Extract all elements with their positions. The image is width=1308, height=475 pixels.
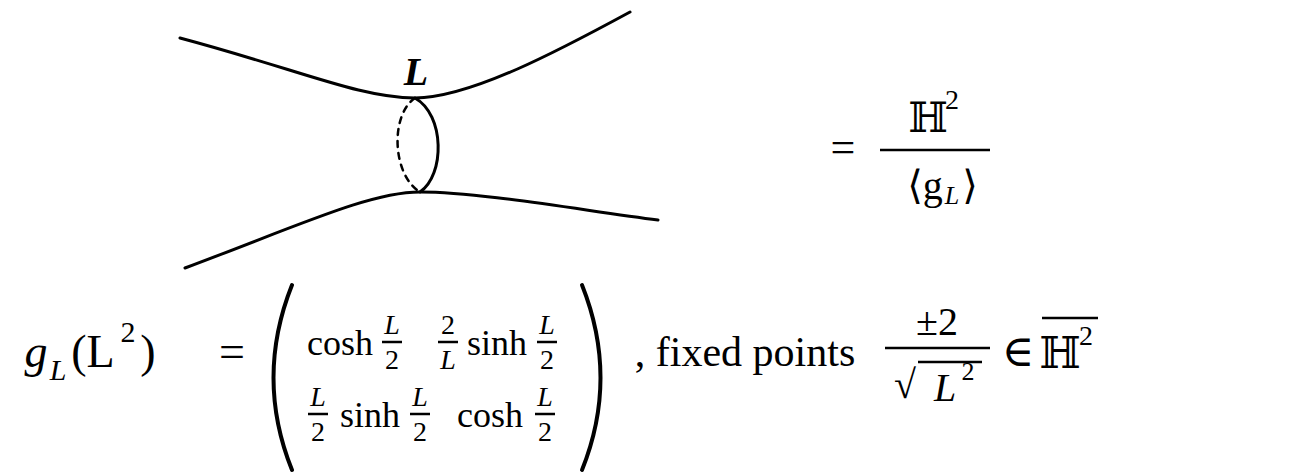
math-label: L: [440, 346, 456, 374]
math-label: =: [219, 329, 245, 375]
math-label: 2: [413, 418, 427, 446]
math-label: L: [934, 368, 956, 408]
fraction-bar: [537, 341, 557, 344]
math-label: , fixed points: [635, 331, 855, 373]
surface-top-curve: [180, 12, 630, 98]
math-label: L: [539, 311, 555, 339]
matrix-right-paren: [582, 285, 601, 470]
math-label: 2: [1079, 322, 1093, 350]
closure-overline: [1042, 317, 1098, 320]
math-label: 2: [311, 418, 325, 446]
math-label: sinh: [340, 397, 400, 433]
math-label: (L: [71, 329, 114, 375]
fraction-bar: [880, 149, 990, 152]
math-label: L: [50, 355, 67, 385]
fraction-bar: [885, 347, 990, 350]
math-label: 2: [962, 359, 975, 385]
math-label: L: [945, 183, 959, 209]
math-label: sinh: [467, 325, 527, 361]
math-label: ℍ: [1039, 332, 1081, 376]
math-label: 2: [385, 346, 399, 374]
math-label: L: [412, 383, 428, 411]
math-label: ∈: [1002, 330, 1035, 374]
math-label: √: [894, 365, 916, 405]
math-label: cosh: [307, 325, 373, 361]
math-label: 2: [121, 317, 136, 347]
surface-bottom-curve: [185, 192, 658, 268]
math-label: L: [384, 311, 400, 339]
matrix-left-paren: [274, 285, 293, 470]
math-label: ⟨g: [907, 166, 943, 206]
math-label: L: [404, 52, 428, 92]
math-label: L: [537, 383, 553, 411]
math-label: 2: [540, 346, 554, 374]
math-label: ⟩: [962, 166, 978, 206]
math-label: ±2: [916, 302, 958, 342]
math-label: g: [25, 329, 48, 375]
math-label: cosh: [457, 397, 523, 433]
math-label: L: [310, 383, 326, 411]
fraction-bar: [382, 341, 402, 344]
fraction-bar: [535, 413, 555, 416]
math-label: 2: [538, 418, 552, 446]
math-label: 2: [441, 311, 455, 339]
math-label: ): [140, 329, 155, 375]
geodesic-front-arc: [415, 98, 438, 192]
math-label: =: [831, 126, 856, 170]
fraction-bar: [308, 413, 328, 416]
geodesic-back-arc: [398, 98, 420, 192]
fraction-bar: [438, 341, 458, 344]
math-label: 2: [945, 86, 959, 114]
fraction-bar: [410, 413, 430, 416]
math-label: ℍ: [908, 97, 948, 139]
